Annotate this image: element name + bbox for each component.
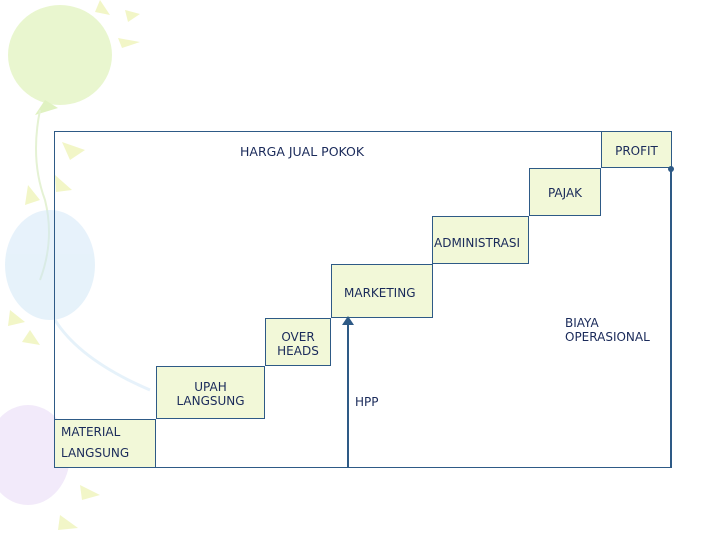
- step-upah-langsung: UPAH LANGSUNG: [156, 366, 265, 419]
- step-material-line2: LANGSUNG: [61, 446, 130, 460]
- step-material-langsung: MATERIAL LANGSUNG: [54, 419, 156, 468]
- step-profit: PROFIT: [601, 131, 672, 168]
- step-overheads-line2: HEADS: [277, 344, 319, 358]
- step-upah-line2: LANGSUNG: [176, 394, 245, 408]
- step-profit-label: PROFIT: [615, 144, 658, 158]
- biaya-arrow-line: [670, 170, 672, 468]
- step-marketing: MARKETING: [331, 264, 433, 318]
- hpp-arrow-head-icon: [342, 316, 354, 325]
- diagram-title: HARGA JUAL POKOK: [240, 144, 365, 159]
- step-marketing-label: MARKETING: [344, 286, 416, 300]
- hpp-arrow-line: [347, 322, 349, 468]
- step-material-line1: MATERIAL: [61, 425, 121, 439]
- biaya-arrow-head-icon: [668, 166, 674, 172]
- biaya-label-line1: BIAYA: [565, 316, 599, 330]
- step-pajak: PAJAK: [529, 168, 601, 216]
- biaya-label-line2: OPERASIONAL: [565, 330, 650, 344]
- step-upah-line1: UPAH: [194, 380, 227, 394]
- hpp-label: HPP: [355, 395, 379, 409]
- step-overheads-line1: OVER: [281, 330, 315, 344]
- step-pajak-label: PAJAK: [547, 186, 583, 200]
- step-overheads: OVER HEADS: [265, 318, 331, 366]
- step-administrasi: ADMINISTRASI: [432, 216, 529, 264]
- step-administrasi-label: ADMINISTRASI: [434, 236, 521, 250]
